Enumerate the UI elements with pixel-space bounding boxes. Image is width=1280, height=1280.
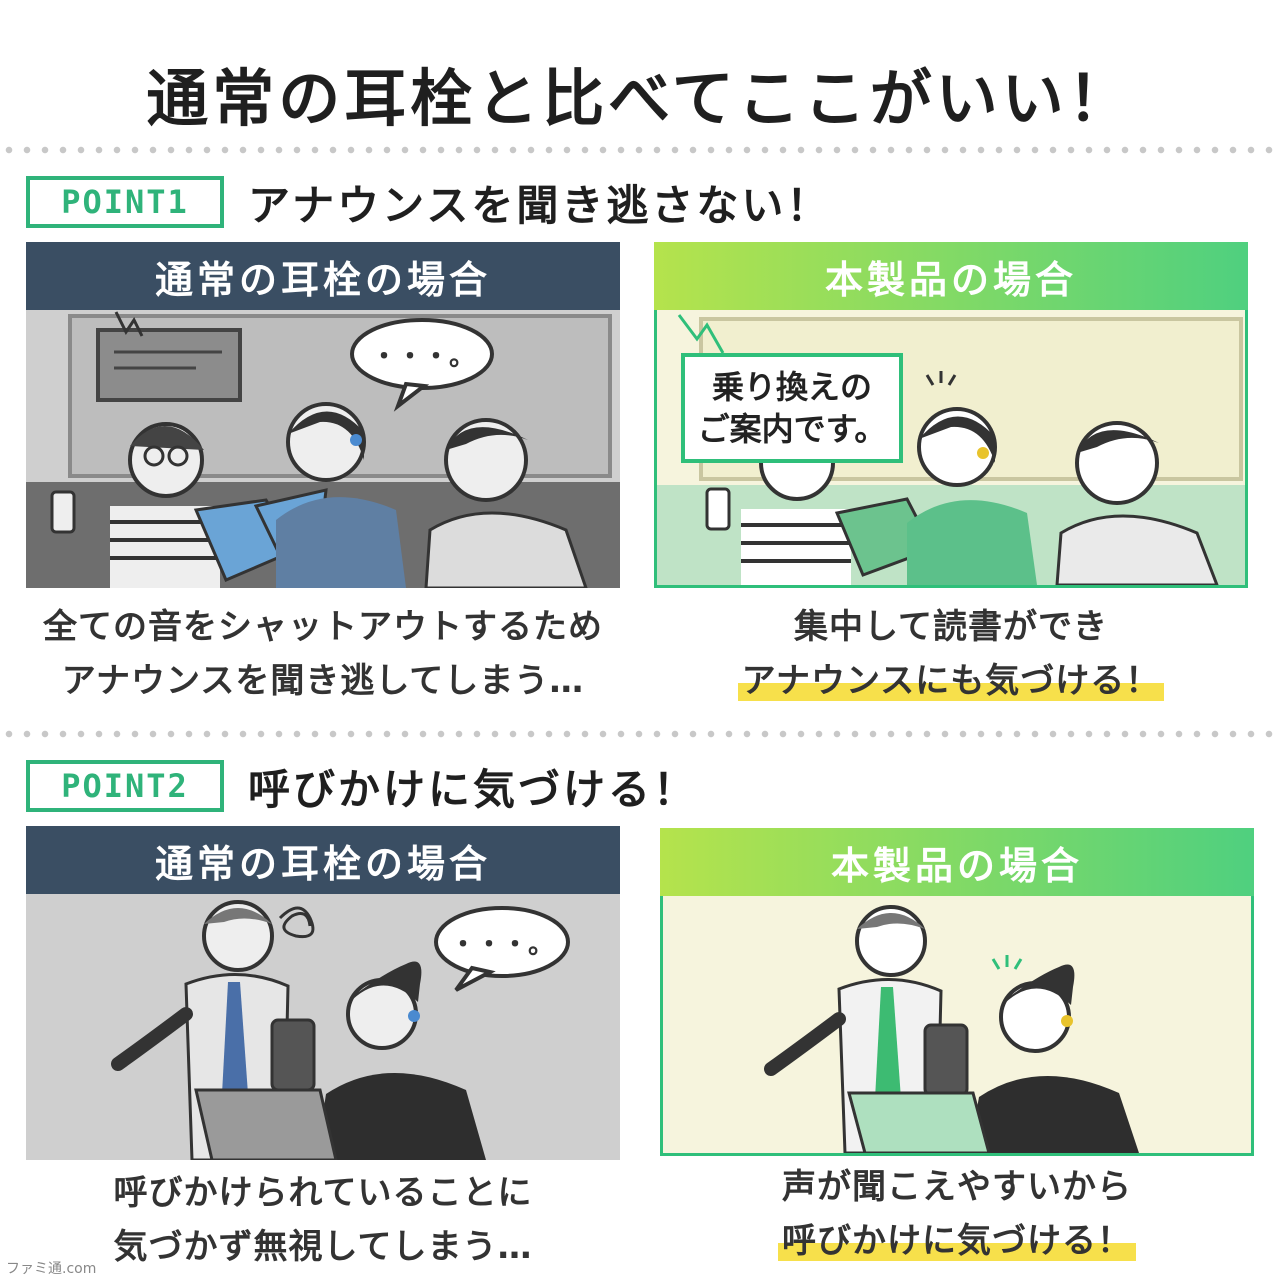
point2-normal-panel: 通常の耳栓の場合 ・・・。	[26, 826, 620, 1160]
point1-normal-caption: 全ての音をシャットアウトするため アナウンスを聞き逃してしまう…	[26, 600, 620, 708]
caption-highlight: 呼びかけに気づける！	[778, 1221, 1136, 1261]
caption-line-2: アナウンスを聞き逃してしまう…	[61, 661, 585, 701]
caption-line-1: 呼びかけられていることに	[113, 1173, 533, 1213]
point1-announcement-sign: 乗り換えの ご案内です。	[681, 353, 903, 463]
point2-normal-header: 通常の耳栓の場合	[26, 826, 620, 894]
point2-normal-illustration: ・・・。	[26, 894, 620, 1160]
point1-heading: アナウンスを聞き逃さない！	[248, 181, 832, 230]
point1-product-illustration: 乗り換えの ご案内です。	[657, 313, 1245, 585]
point1-badge: POINT1	[26, 176, 224, 228]
announcement-line-2: ご案内です。	[697, 410, 887, 448]
caption-line-1: 声が聞こえやすいから	[782, 1167, 1132, 1207]
point2-badge: POINT2	[26, 760, 224, 812]
point1-normal-panel: 通常の耳栓の場合	[26, 242, 620, 588]
page-title: 通常の耳栓と比べてここがいい！	[146, 62, 1134, 135]
watermark: ファミ通.com	[6, 1261, 97, 1277]
point2-product-illustration	[663, 899, 1251, 1153]
point2-product-caption: 声が聞こえやすいから 呼びかけに気づける！	[660, 1160, 1254, 1268]
announcement-line-1: 乗り換えの	[711, 368, 872, 406]
point1-normal-header: 通常の耳栓の場合	[26, 242, 620, 310]
point2-normal-caption: 呼びかけられていることに 気づかず無視してしまう…	[26, 1166, 620, 1274]
caption-line-2: 気づかず無視してしまう…	[113, 1227, 533, 1267]
caption-line-1: 全ての音をシャットアウトするため	[43, 607, 603, 647]
point1-normal-illustration: ・・・。	[26, 310, 620, 588]
point2-product-panel: 本製品の場合	[660, 828, 1254, 1156]
point2-normal-speech-text: ・・・。	[449, 930, 554, 960]
point1-product-panel: 本製品の場合 乗り換えの ご案内	[654, 242, 1248, 588]
point1-product-header: 本製品の場合	[654, 242, 1248, 310]
point1-normal-speech-text: ・・・。	[370, 342, 475, 372]
dotted-divider	[0, 146, 1280, 154]
caption-highlight: アナウンスにも気づける！	[737, 661, 1165, 701]
dotted-divider	[0, 730, 1280, 738]
point1-product-caption: 集中して読書ができ アナウンスにも気づける！	[654, 600, 1248, 708]
point2-product-header: 本製品の場合	[660, 828, 1254, 896]
caption-line-1: 集中して読書ができ	[794, 607, 1108, 647]
point2-heading: 呼びかけに気づける！	[248, 765, 699, 814]
